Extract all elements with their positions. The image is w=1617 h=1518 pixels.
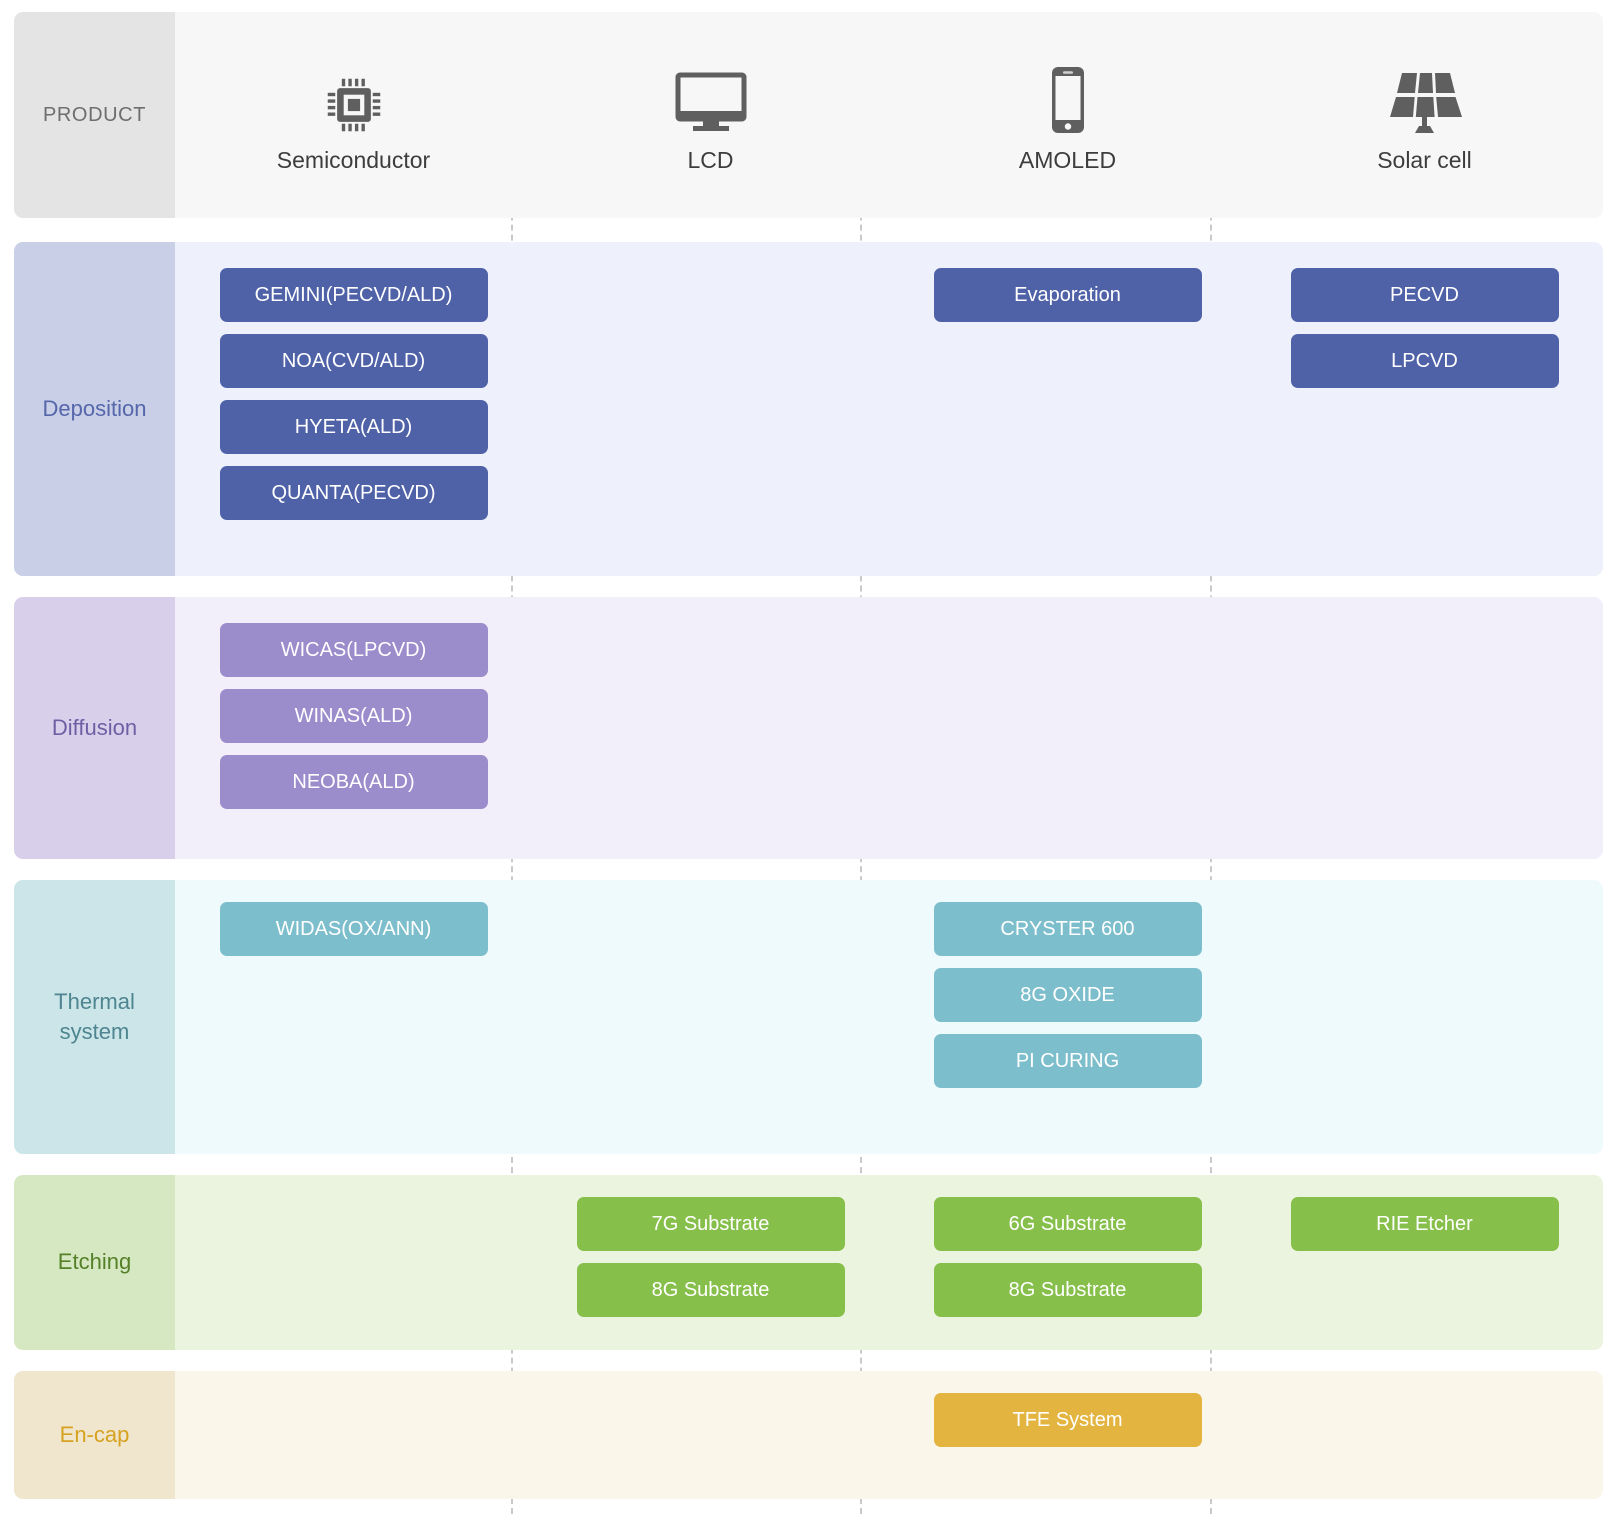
cell-encap-lcd	[532, 1371, 889, 1499]
cell-thermal-solar-cell	[1246, 880, 1603, 1154]
product-column-label: Solar cell	[1377, 146, 1472, 173]
header-product-columns: Semiconductor LCD	[175, 12, 1603, 218]
product-column-semiconductor[interactable]: Semiconductor	[175, 12, 532, 218]
row-label-thermal-system: Thermal system	[54, 988, 135, 1044]
cell-deposition-lcd	[532, 242, 889, 576]
process-chip[interactable]: WICAS(LPCVD)	[219, 623, 488, 677]
process-chip[interactable]: PI CURING	[933, 1034, 1202, 1088]
row-label-cell-thermal-system: Thermal system	[14, 880, 175, 1154]
process-chip[interactable]: WINAS(ALD)	[219, 689, 488, 743]
matrix-row-deposition: Deposition GEMINI(PECVD/ALD) NOA(CVD/ALD…	[14, 242, 1603, 576]
monitor-icon	[672, 57, 750, 135]
cell-encap-solar-cell	[1246, 1371, 1603, 1499]
process-chip[interactable]: GEMINI(PECVD/ALD)	[219, 268, 488, 322]
cell-etching-semiconductor	[175, 1175, 532, 1350]
cell-diffusion-lcd	[532, 597, 889, 859]
cell-deposition-amoled: Evaporation	[889, 242, 1246, 576]
matrix-row-etching: Etching 7G Substrate 8G Substrate 6G Sub…	[14, 1175, 1603, 1350]
cell-diffusion-solar-cell	[1246, 597, 1603, 859]
cell-etching-solar-cell: RIE Etcher	[1246, 1175, 1603, 1350]
cell-diffusion-amoled	[889, 597, 1246, 859]
cell-encap-amoled: TFE System	[889, 1371, 1246, 1499]
row-label-cell-deposition: Deposition	[14, 242, 175, 576]
cell-deposition-solar-cell: PECVD LPCVD	[1246, 242, 1603, 576]
process-chip[interactable]: NOA(CVD/ALD)	[219, 334, 488, 388]
product-column-lcd[interactable]: LCD	[532, 12, 889, 218]
matrix-row-diffusion: Diffusion WICAS(LPCVD) WINAS(ALD) NEOBA(…	[14, 597, 1603, 859]
process-chip[interactable]: HYETA(ALD)	[219, 400, 488, 454]
row-label-cell-etching: Etching	[14, 1175, 175, 1350]
row-cells-thermal-system: WIDAS(OX/ANN) CRYSTER 600 8G OXIDE PI CU…	[175, 880, 1603, 1154]
cell-thermal-semiconductor: WIDAS(OX/ANN)	[175, 880, 532, 1154]
process-chip[interactable]: 6G Substrate	[933, 1197, 1202, 1251]
product-column-label: AMOLED	[1018, 146, 1117, 173]
process-chip[interactable]: CRYSTER 600	[933, 902, 1202, 956]
row-label-deposition: Deposition	[42, 395, 147, 421]
row-label-cell-en-cap: En-cap	[14, 1371, 175, 1499]
process-chip[interactable]: 7G Substrate	[576, 1197, 845, 1251]
product-column-label: LCD	[687, 146, 734, 173]
cell-thermal-amoled: CRYSTER 600 8G OXIDE PI CURING	[889, 880, 1246, 1154]
process-chip[interactable]: QUANTA(PECVD)	[219, 466, 488, 520]
header-product-label-cell: PRODUCT	[14, 12, 175, 218]
process-chip[interactable]: 8G Substrate	[933, 1263, 1202, 1317]
header-product-label: PRODUCT	[42, 103, 147, 126]
matrix-row-thermal-system: Thermal system WIDAS(OX/ANN) CRYSTER 600…	[14, 880, 1603, 1154]
cell-encap-semiconductor	[175, 1371, 532, 1499]
cell-etching-amoled: 6G Substrate 8G Substrate	[889, 1175, 1246, 1350]
row-cells-etching: 7G Substrate 8G Substrate 6G Substrate 8…	[175, 1175, 1603, 1350]
cell-deposition-semiconductor: GEMINI(PECVD/ALD) NOA(CVD/ALD) HYETA(ALD…	[175, 242, 532, 576]
product-column-amoled[interactable]: AMOLED	[889, 12, 1246, 218]
smartphone-icon	[1047, 57, 1089, 135]
row-label-cell-diffusion: Diffusion	[14, 597, 175, 859]
cell-diffusion-semiconductor: WICAS(LPCVD) WINAS(ALD) NEOBA(ALD)	[175, 597, 532, 859]
row-label-en-cap: En-cap	[59, 1421, 130, 1447]
process-chip[interactable]: NEOBA(ALD)	[219, 755, 488, 809]
process-chip[interactable]: Evaporation	[933, 268, 1202, 322]
row-cells-deposition: GEMINI(PECVD/ALD) NOA(CVD/ALD) HYETA(ALD…	[175, 242, 1603, 576]
solar-panel-icon	[1388, 57, 1462, 135]
matrix-header-row: PRODUCT	[14, 12, 1603, 218]
row-label-diffusion: Diffusion	[51, 714, 138, 740]
process-chip[interactable]: PECVD	[1290, 268, 1559, 322]
process-chip[interactable]: 8G Substrate	[576, 1263, 845, 1317]
process-chip[interactable]: RIE Etcher	[1290, 1197, 1559, 1251]
process-chip[interactable]: LPCVD	[1290, 334, 1559, 388]
row-cells-en-cap: TFE System	[175, 1371, 1603, 1499]
process-chip[interactable]: WIDAS(OX/ANN)	[219, 902, 488, 956]
cell-etching-lcd: 7G Substrate 8G Substrate	[532, 1175, 889, 1350]
row-label-etching: Etching	[57, 1249, 132, 1275]
cpu-chip-icon	[324, 57, 384, 135]
product-column-label: Semiconductor	[276, 146, 431, 173]
process-chip[interactable]: TFE System	[933, 1393, 1202, 1447]
row-cells-diffusion: WICAS(LPCVD) WINAS(ALD) NEOBA(ALD)	[175, 597, 1603, 859]
cell-thermal-lcd	[532, 880, 889, 1154]
process-chip[interactable]: 8G OXIDE	[933, 968, 1202, 1022]
matrix-row-en-cap: En-cap TFE System	[14, 1371, 1603, 1499]
product-column-solar-cell[interactable]: Solar cell	[1246, 12, 1603, 218]
